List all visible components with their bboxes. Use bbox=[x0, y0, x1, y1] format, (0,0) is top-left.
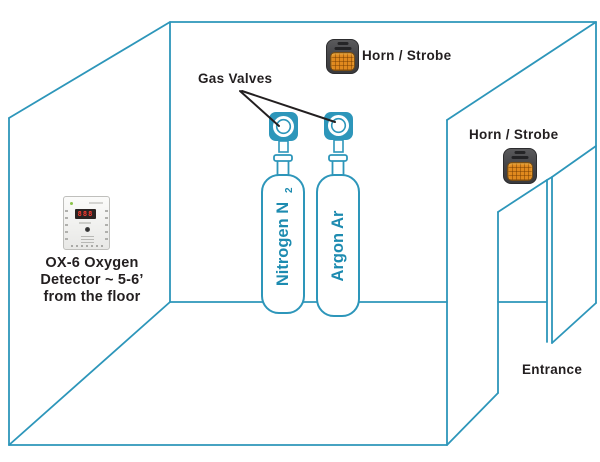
room-walls bbox=[8, 21, 597, 446]
pointer-line-nitrogen-valve bbox=[239, 90, 280, 127]
floor-left-diagonal bbox=[8, 301, 171, 446]
oxygen-detector-icon: 888 bbox=[63, 196, 110, 250]
detector-model-text bbox=[89, 202, 103, 204]
back-and-right-wall-top bbox=[8, 21, 597, 304]
argon-cylinder-label: Argon Ar bbox=[329, 210, 347, 281]
detector-right-terminals bbox=[105, 210, 108, 242]
horn-vent-tab bbox=[337, 42, 348, 45]
cylinder-body bbox=[261, 174, 305, 314]
detector-display-caption bbox=[79, 222, 91, 224]
detector-power-led bbox=[70, 202, 73, 205]
door-panel-top bbox=[551, 145, 597, 178]
oxygen-detector-label-line1: OX-6 Oxygen bbox=[45, 255, 139, 271]
door-jamb-top bbox=[546, 176, 553, 181]
cylinder-neck-flange bbox=[328, 154, 348, 162]
valve-wheel-ring bbox=[275, 118, 292, 135]
valve-stem bbox=[278, 140, 289, 153]
entrance-label: Entrance bbox=[522, 362, 583, 377]
oxygen-detector-label: OX-6 Oxygen Detector ~ 5-6’ from the flo… bbox=[18, 255, 166, 306]
right-wall-top-edge bbox=[446, 21, 597, 121]
oxygen-detector-label-line3: from the floor bbox=[43, 289, 141, 305]
gas-valve-icon bbox=[324, 112, 353, 153]
horn-strobe-lens bbox=[330, 52, 355, 71]
cylinder-neck-flange bbox=[273, 154, 293, 162]
detector-vent bbox=[81, 236, 94, 243]
horn-strobe-alarm-icon bbox=[326, 39, 359, 74]
valve-stem bbox=[333, 139, 344, 153]
door-panel-bottom bbox=[551, 302, 597, 344]
detector-led-display: 888 bbox=[75, 209, 96, 219]
gas-valve-icon bbox=[269, 112, 298, 153]
nitrogen-cylinder: Nitrogen N 2 bbox=[261, 154, 305, 314]
horn-strobe-lens bbox=[507, 162, 533, 181]
horn-vent-tab bbox=[514, 151, 526, 154]
doorway bbox=[497, 145, 597, 394]
gas-valves-pointer-lines bbox=[239, 90, 336, 127]
horn-vent-slot bbox=[511, 156, 529, 159]
pointer-line-argon-valve bbox=[241, 90, 336, 123]
horn-vent-slot bbox=[334, 47, 351, 50]
gas-valves-label: Gas Valves bbox=[198, 71, 273, 86]
right-wall-bottom-left bbox=[446, 392, 499, 446]
detector-left-terminals bbox=[65, 210, 68, 242]
door-lintel bbox=[497, 179, 548, 213]
detector-bottom-terminals bbox=[71, 245, 103, 247]
argon-cylinder: Argon Ar bbox=[316, 154, 360, 317]
horn-strobe-right-label: Horn / Strobe bbox=[469, 127, 559, 142]
oxygen-detector-label-line2: Detector ~ 5-6’ bbox=[40, 272, 144, 288]
horn-strobe-top-label: Horn / Strobe bbox=[362, 48, 452, 63]
cylinder-body bbox=[316, 174, 360, 317]
horn-strobe-alarm-icon bbox=[503, 148, 537, 184]
detector-buzzer bbox=[85, 227, 90, 232]
nitrogen-subscript: 2 bbox=[284, 187, 295, 193]
nitrogen-cylinder-label: Nitrogen N bbox=[274, 202, 292, 286]
